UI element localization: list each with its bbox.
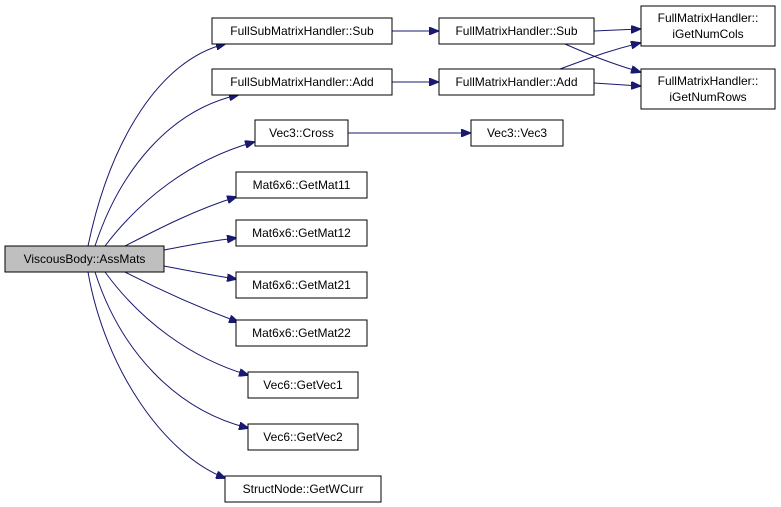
- node-label: Vec3::Vec3: [487, 126, 547, 140]
- node-label-line2: iGetNumRows: [669, 90, 746, 104]
- node-label: Mat6x6::GetMat22: [252, 326, 351, 340]
- node-label: FullMatrixHandler::Add: [455, 75, 577, 89]
- edge-root-to-mat22: [124, 271, 238, 322]
- edge-root-to-mat11: [124, 197, 236, 247]
- node-label-line2: iGetNumCols: [672, 27, 743, 41]
- node-full-matrix-handler-iget-num-cols[interactable]: FullMatrixHandler:: iGetNumCols: [640, 5, 776, 47]
- edge-root-to-structnode-getwcurr: [87, 271, 225, 478]
- node-label: FullSubMatrixHandler::Sub: [230, 24, 374, 38]
- node-full-matrix-handler-add[interactable]: FullMatrixHandler::Add: [438, 68, 595, 96]
- edge-full-add-to-get-num-cols: [559, 43, 640, 70]
- node-label: FullSubMatrixHandler::Add: [230, 75, 373, 89]
- node-mat6x6-getmat21[interactable]: Mat6x6::GetMat21: [235, 271, 368, 299]
- node-label: Mat6x6::GetMat21: [252, 278, 351, 292]
- edge-root-to-vec6-getvec2: [94, 271, 248, 428]
- edge-root-to-vec3-cross: [104, 142, 254, 247]
- node-structnode-getwcurr[interactable]: StructNode::GetWCurr: [224, 475, 382, 503]
- edge-root-to-full-sub-sub: [87, 44, 225, 247]
- node-vec6-getvec2[interactable]: Vec6::GetVec2: [247, 423, 359, 451]
- edge-full-sub-to-get-num-cols: [593, 29, 640, 31]
- edges: [87, 29, 640, 478]
- node-label-line1: FullMatrixHandler::: [658, 74, 759, 88]
- node-label-line1: FullMatrixHandler::: [658, 11, 759, 25]
- node-full-matrix-handler-iget-num-rows[interactable]: FullMatrixHandler:: iGetNumRows: [640, 68, 776, 110]
- node-label: Mat6x6::GetMat11: [253, 178, 351, 192]
- node-label: Mat6x6::GetMat12: [252, 226, 351, 240]
- node-mat6x6-getmat12[interactable]: Mat6x6::GetMat12: [235, 219, 368, 247]
- node-label: StructNode::GetWCurr: [243, 482, 364, 496]
- node-vec3-cross[interactable]: Vec3::Cross: [254, 119, 349, 147]
- node-vec3-vec3[interactable]: Vec3::Vec3: [470, 119, 564, 147]
- edge-root-to-full-sub-add: [94, 95, 238, 247]
- node-root[interactable]: ViscousBody::AssMats: [4, 245, 165, 273]
- node-mat6x6-getmat22[interactable]: Mat6x6::GetMat22: [235, 319, 368, 347]
- node-full-sub-matrix-handler-add[interactable]: FullSubMatrixHandler::Add: [211, 68, 393, 96]
- node-label: Vec6::GetVec2: [263, 430, 343, 444]
- edge-full-add-to-get-num-rows: [593, 83, 640, 86]
- edge-full-sub-to-get-num-rows: [564, 43, 640, 72]
- node-label: ViscousBody::AssMats: [24, 252, 146, 266]
- edge-root-to-mat21: [163, 265, 236, 279]
- edge-root-to-mat12: [163, 238, 236, 251]
- edge-root-to-vec6-getvec1: [104, 271, 248, 375]
- node-label: FullMatrixHandler::Sub: [455, 24, 577, 38]
- node-vec6-getvec1[interactable]: Vec6::GetVec1: [247, 371, 359, 399]
- node-full-matrix-handler-sub[interactable]: FullMatrixHandler::Sub: [438, 17, 595, 45]
- node-label: Vec3::Cross: [269, 126, 334, 140]
- node-mat6x6-getmat11[interactable]: Mat6x6::GetMat11: [235, 171, 368, 199]
- node-label: Vec6::GetVec1: [263, 378, 343, 392]
- node-full-sub-matrix-handler-sub[interactable]: FullSubMatrixHandler::Sub: [211, 17, 393, 45]
